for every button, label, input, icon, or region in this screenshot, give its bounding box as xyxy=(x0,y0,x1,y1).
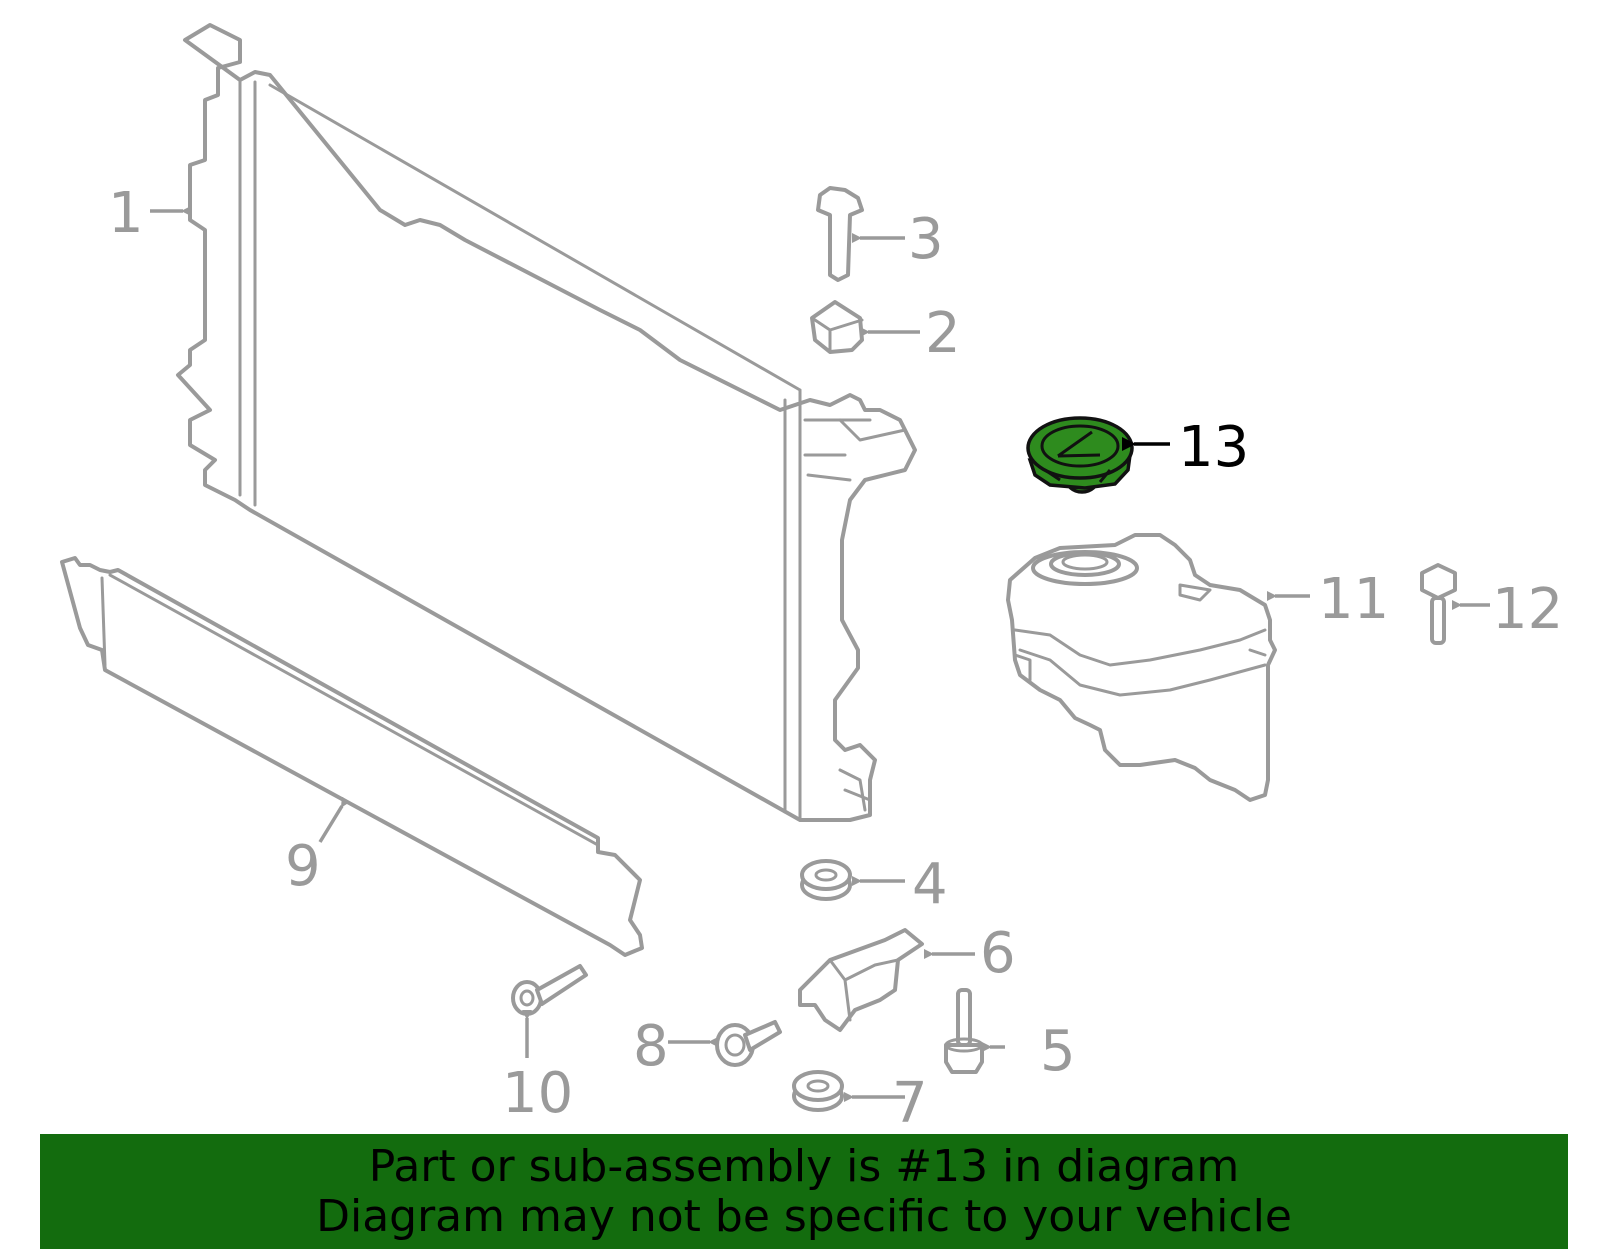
callout-11: 11 xyxy=(1318,567,1389,632)
lower-bar-part xyxy=(60,556,644,957)
callout-2: 2 xyxy=(925,301,961,366)
callout-12: 12 xyxy=(1492,577,1563,642)
callout-5: 5 xyxy=(1040,1019,1076,1084)
leader-lines xyxy=(150,206,1490,1102)
bolt-5-part xyxy=(944,988,984,1074)
reservoir-cap-part xyxy=(1026,416,1134,494)
banner-line-1: Part or sub-assembly is #13 in diagram xyxy=(368,1140,1240,1192)
pin-part xyxy=(816,186,864,282)
callout-6: 6 xyxy=(980,921,1016,986)
bolt-8-part xyxy=(715,1020,782,1067)
callout-8: 8 xyxy=(633,1014,669,1079)
washer-7-part xyxy=(792,1070,844,1112)
banner-line-2: Diagram may not be specific to your vehi… xyxy=(316,1190,1292,1242)
info-banner: Part or sub-assembly is #13 in diagram D… xyxy=(40,1134,1568,1249)
radiator-part xyxy=(176,23,917,822)
callout-3: 3 xyxy=(908,207,944,272)
bolt-10-part xyxy=(511,964,588,1016)
washer-4-part xyxy=(800,859,852,901)
callout-13: 13 xyxy=(1178,415,1249,480)
callout-labels: 1 2 3 4 5 6 7 8 9 10 11 12 13 xyxy=(108,181,1563,1136)
callout-10: 10 xyxy=(502,1061,573,1126)
callout-7: 7 xyxy=(892,1071,928,1136)
bushing-part xyxy=(810,300,864,354)
bracket-part xyxy=(798,928,924,1032)
callout-4: 4 xyxy=(912,852,948,917)
callout-1: 1 xyxy=(108,181,144,246)
bolt-12-part xyxy=(1420,563,1457,645)
callout-9: 9 xyxy=(285,834,321,899)
coolant-reservoir-part xyxy=(1006,533,1277,802)
